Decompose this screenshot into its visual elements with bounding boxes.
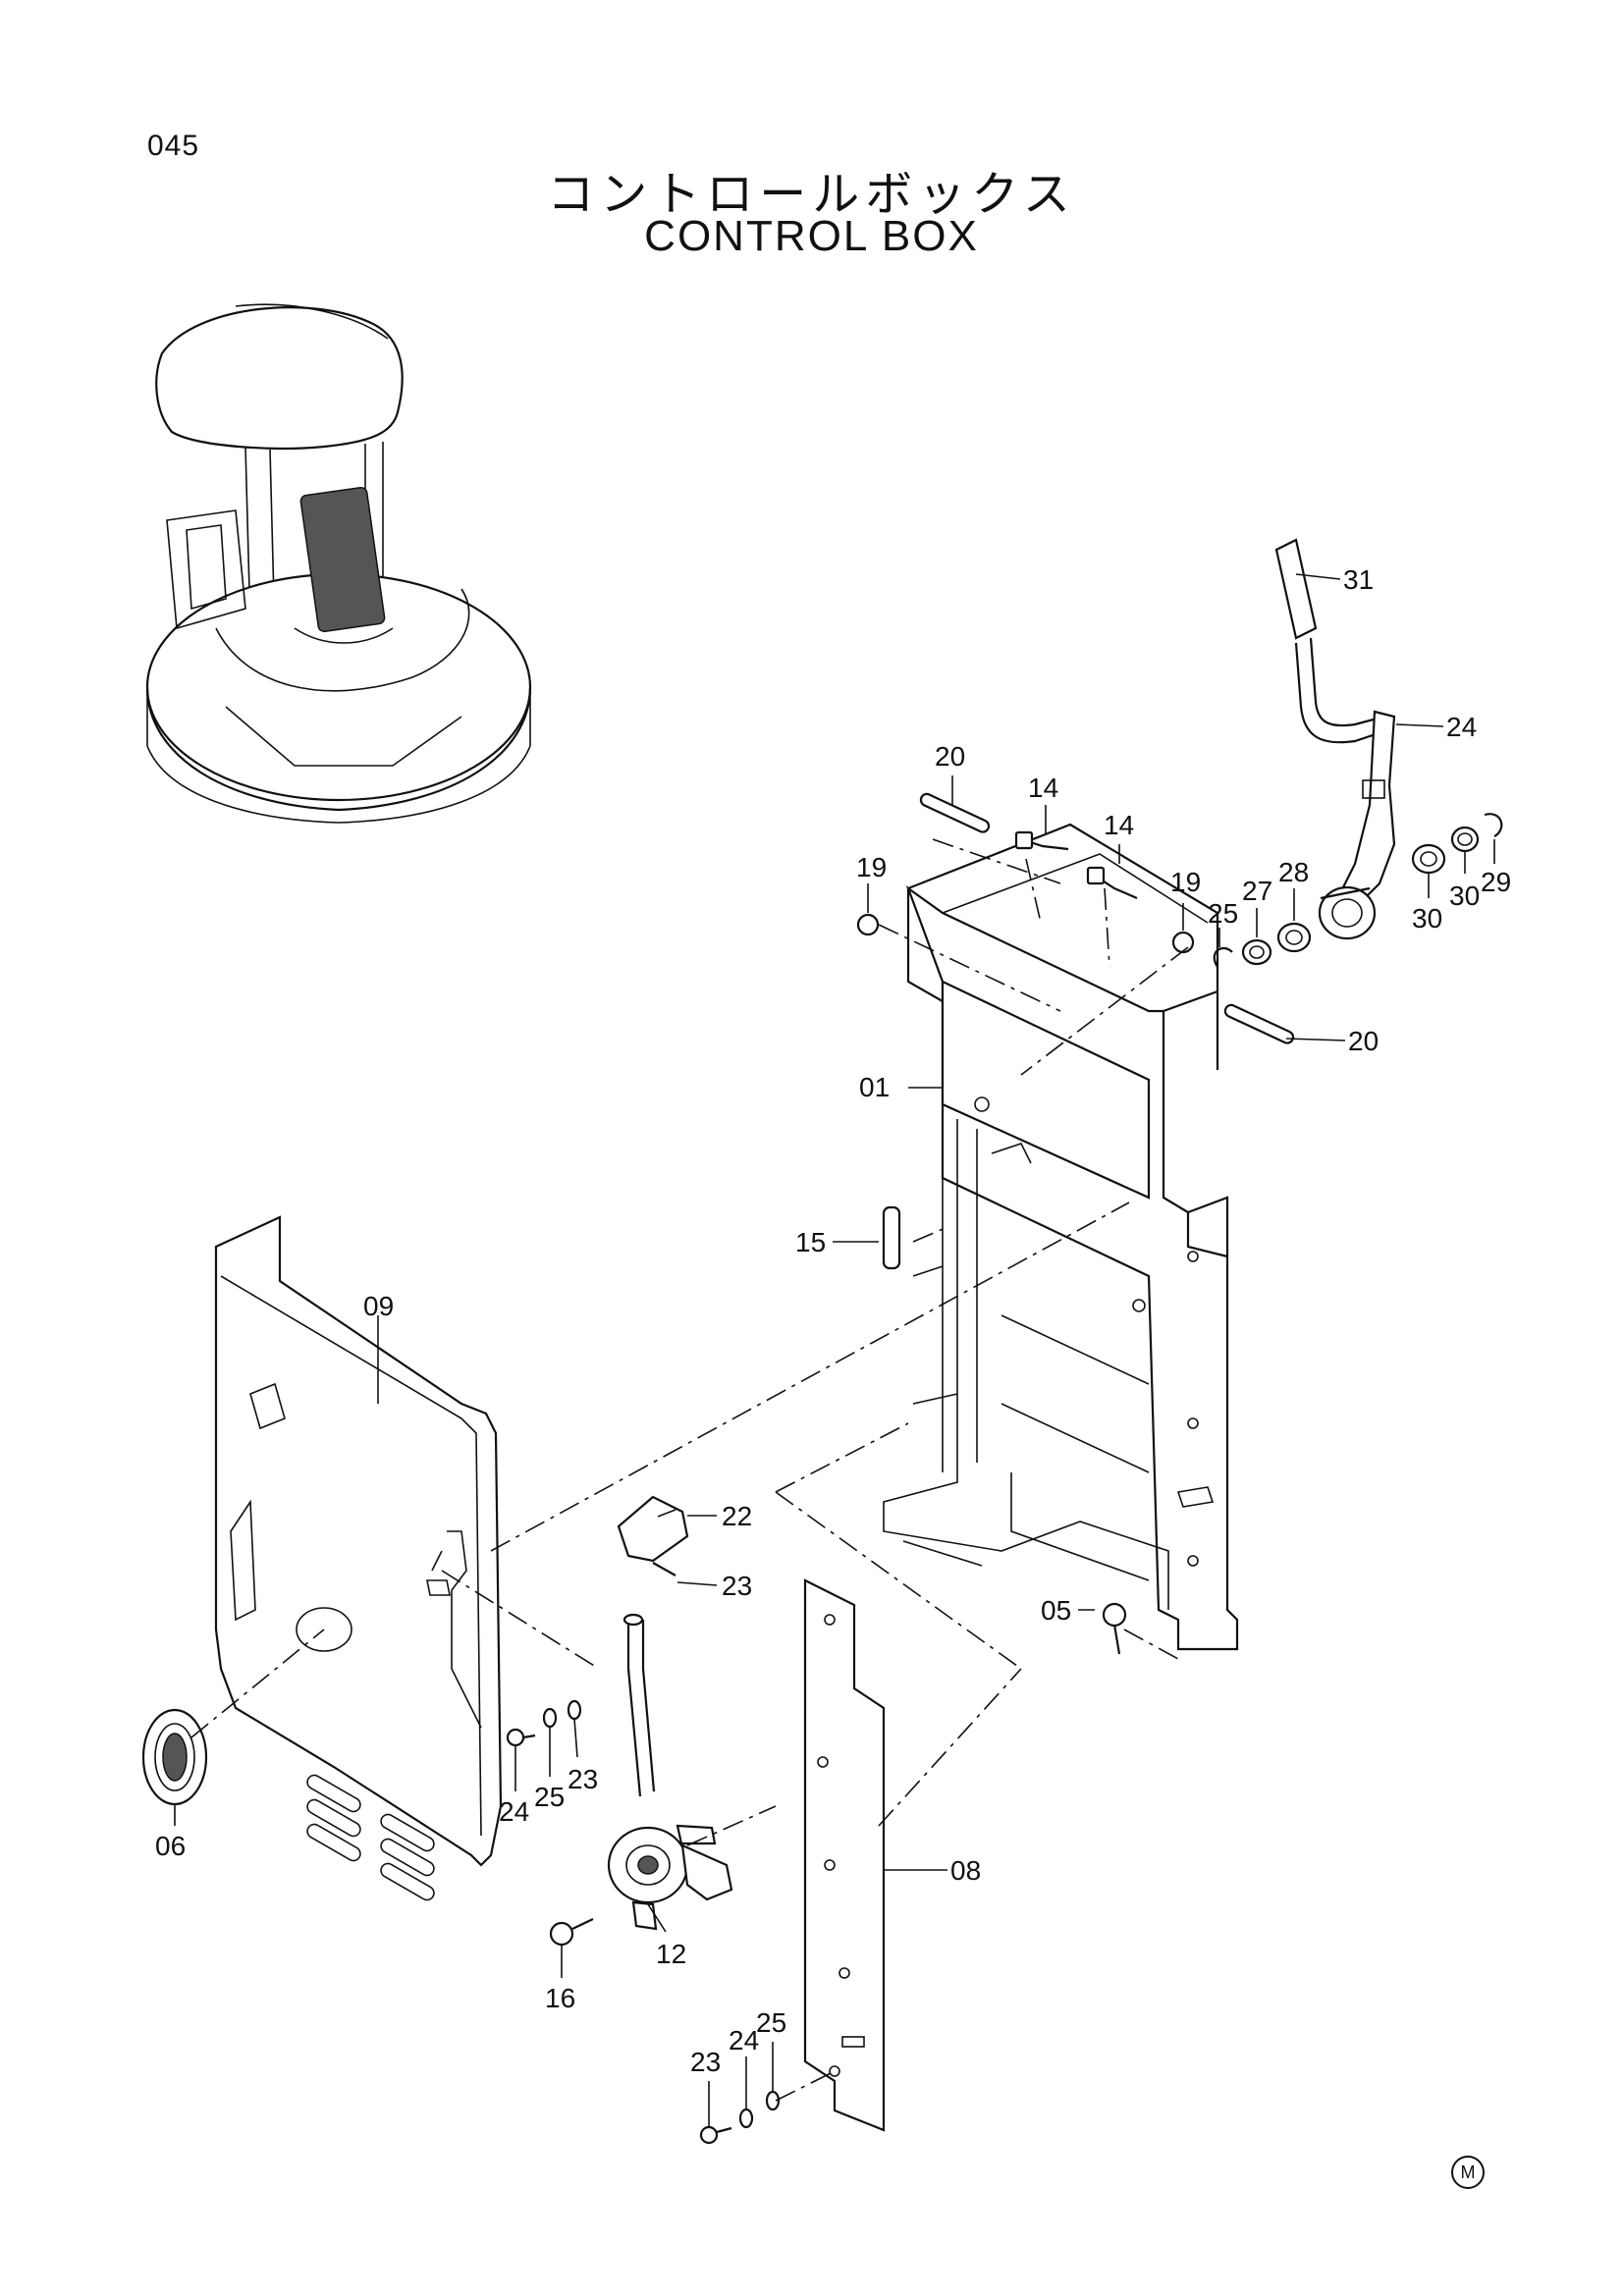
lever-assembly (607, 1495, 733, 1931)
page-number: 045 (147, 130, 200, 162)
callout-16: 16 (545, 1983, 575, 2013)
plate-12 (803, 1578, 886, 2132)
callout-24-lower: 24 (729, 2025, 759, 2056)
machine-overview-inset (145, 303, 532, 824)
callout-30-left: 28 (1278, 857, 1309, 887)
callout-15: 15 (795, 1227, 826, 1257)
callout-05: 05 (1041, 1595, 1071, 1626)
callout-22: 23 (722, 1571, 752, 1601)
callout-25-upper: 23 (568, 1764, 598, 1794)
grommet-08 (141, 1708, 208, 1806)
callout-28-left: 25 (1208, 898, 1238, 929)
callout-20-right: 20 (1348, 1026, 1379, 1056)
callout-23-upper: 24 (499, 1796, 529, 1827)
callout-06: 12 (656, 1939, 686, 1969)
callout-21: 22 (722, 1501, 752, 1531)
callout-29-right: 30 (1449, 881, 1480, 911)
callout-29-left: 27 (1242, 876, 1272, 906)
diagram-title-english: CONTROL BOX (644, 212, 979, 260)
callout-12: 08 (950, 1855, 981, 1886)
control-box-frame (883, 823, 1239, 1651)
callout-01: 01 (859, 1072, 890, 1102)
callout-25-lower: 25 (756, 2007, 786, 2038)
callout-14-left: 14 (1028, 773, 1058, 803)
callout-30-right: 30 (1412, 903, 1442, 934)
callout-labels: 31 24 20 20 14 14 19 19 25 27 28 30 30 2… (155, 564, 1511, 2077)
callout-31: 31 (1343, 564, 1374, 595)
assembly-center-lines (190, 838, 1189, 2102)
manufacturer-mark: M (1451, 2156, 1485, 2189)
lever-27-assembly (1213, 538, 1503, 968)
callout-19-left: 19 (856, 852, 887, 882)
callout-14-right: 14 (1104, 810, 1134, 840)
diagram-title-japanese: コントロールボックス (547, 167, 1076, 222)
callout-08: 06 (155, 1831, 186, 1861)
callout-19-right: 19 (1170, 867, 1201, 897)
callout-28-right: 29 (1481, 867, 1511, 897)
callout-27: 24 (1446, 712, 1477, 742)
callout-24-upper: 25 (534, 1782, 565, 1812)
callout-23-lower: 23 (690, 2047, 721, 2077)
callout-09: 09 (363, 1291, 394, 1321)
callout-20-left: 20 (935, 741, 965, 772)
leader-lines (174, 573, 1495, 2126)
cover-09 (214, 1215, 503, 1901)
